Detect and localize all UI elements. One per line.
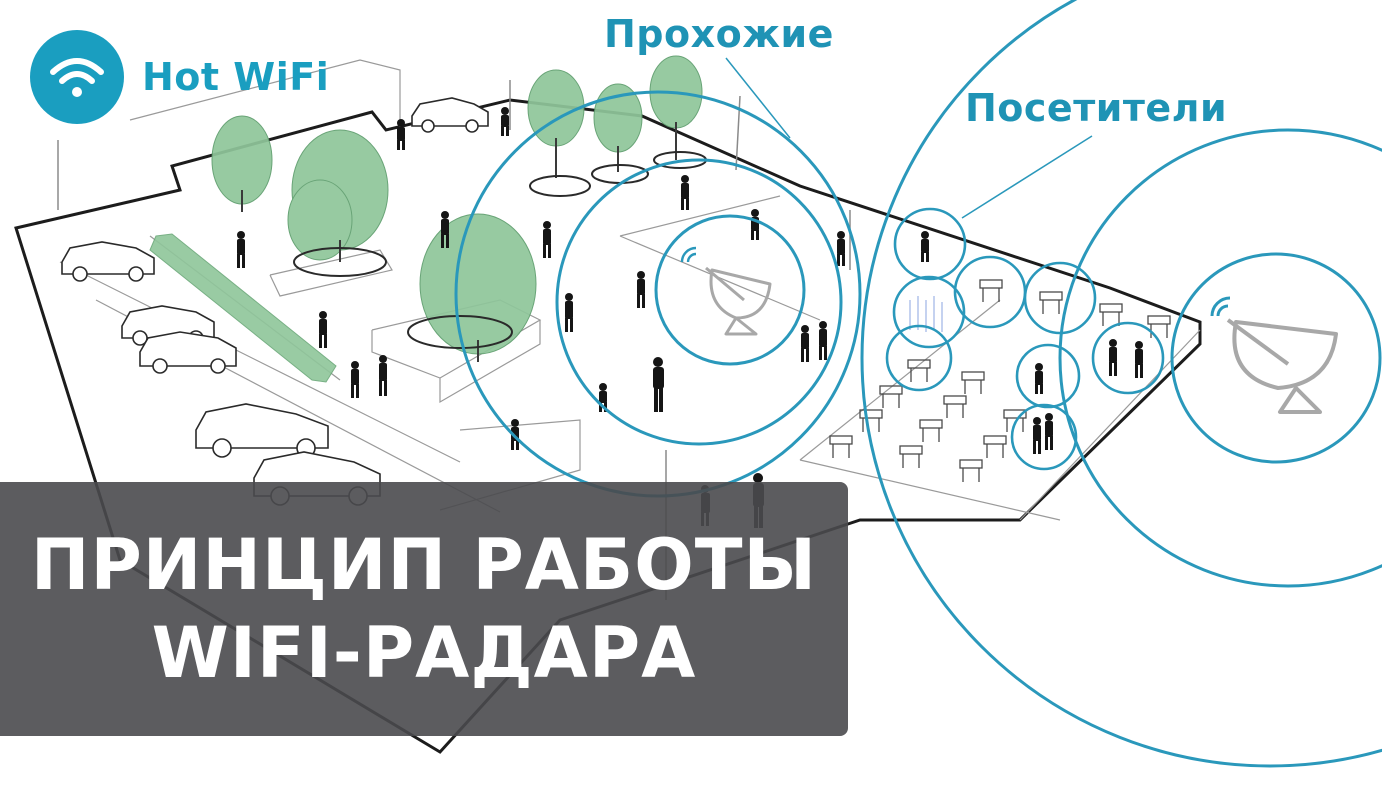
cafe-table-icon: [1003, 409, 1027, 432]
person-silhouette-icon: [441, 211, 449, 248]
person-silhouette-icon: [653, 357, 664, 412]
cafe-table-icon: [1099, 303, 1123, 326]
person-silhouette-icon: [819, 321, 827, 360]
title-banner: ПРИНЦИП РАБОТЫ WIFI-РАДАРА: [0, 482, 848, 736]
cafe-table-icon: [959, 459, 983, 482]
title-line-1: ПРИНЦИП РАБОТЫ: [30, 524, 818, 606]
person-silhouette-icon: [379, 355, 387, 396]
person-silhouette-icon: [351, 361, 359, 398]
cafe-table-icon: [859, 409, 883, 432]
car-icon: [139, 331, 237, 374]
visitors-radar-rings: [860, 0, 1382, 768]
person-silhouette-icon: [837, 231, 845, 266]
street-lamps: [57, 80, 851, 600]
cafe-terrace: [829, 279, 1171, 482]
tree-icon: [419, 213, 537, 355]
people-silhouettes: [237, 107, 1143, 528]
car-icon: [61, 241, 155, 282]
callout-visitors: Посетители: [965, 86, 1228, 130]
person-silhouette-icon: [1045, 413, 1053, 450]
person-silhouette-icon: [1135, 341, 1143, 378]
hedge-row: [149, 233, 337, 383]
cafe-table-icon: [1147, 315, 1171, 338]
cafe-table-icon: [899, 445, 923, 468]
person-silhouette-icon: [565, 293, 573, 332]
cafe-table-icon: [983, 435, 1007, 458]
cafe-table-icon: [943, 395, 967, 418]
trees: [211, 55, 703, 355]
tree-trunks: [241, 122, 677, 362]
brand-logo: Hot WiFi: [30, 30, 329, 124]
parked-cars: [61, 97, 489, 506]
car-icon: [411, 97, 489, 133]
cafe-table-icon: [919, 419, 943, 442]
cafe-table-icon: [979, 279, 1003, 302]
brand-name: Hot WiFi: [142, 55, 330, 99]
person-silhouette-icon: [237, 231, 245, 268]
title-line-2: WIFI-РАДАРА: [151, 612, 697, 694]
cafe-table-icon: [1039, 291, 1063, 314]
cafe-table-icon: [829, 435, 853, 458]
cafe-table-icon: [961, 371, 985, 394]
cafe-table-icon: [907, 359, 931, 382]
person-silhouette-icon: [501, 107, 509, 136]
person-silhouette-icon: [543, 221, 551, 258]
satellite-dish-icon: [1210, 296, 1338, 414]
cafe-table-icon: [879, 385, 903, 408]
person-silhouette-icon: [319, 311, 327, 348]
person-silhouette-icon: [921, 231, 929, 262]
person-silhouette-icon: [1033, 417, 1041, 454]
person-silhouette-icon: [637, 271, 645, 308]
satellite-dish-icon: [680, 246, 772, 336]
callout-passers-by: Прохожие: [604, 12, 834, 56]
wifi-icon: [30, 30, 124, 124]
person-silhouette-icon: [1035, 363, 1043, 394]
callout-connectors: [725, 57, 1093, 219]
tree-icon: [287, 179, 353, 261]
person-silhouette-icon: [681, 175, 689, 210]
fountain: [909, 296, 943, 332]
person-silhouette-icon: [751, 209, 759, 240]
visitor-device-circles: [885, 207, 1165, 471]
person-silhouette-icon: [801, 325, 809, 362]
person-silhouette-icon: [1109, 339, 1117, 376]
person-silhouette-icon: [397, 119, 405, 150]
